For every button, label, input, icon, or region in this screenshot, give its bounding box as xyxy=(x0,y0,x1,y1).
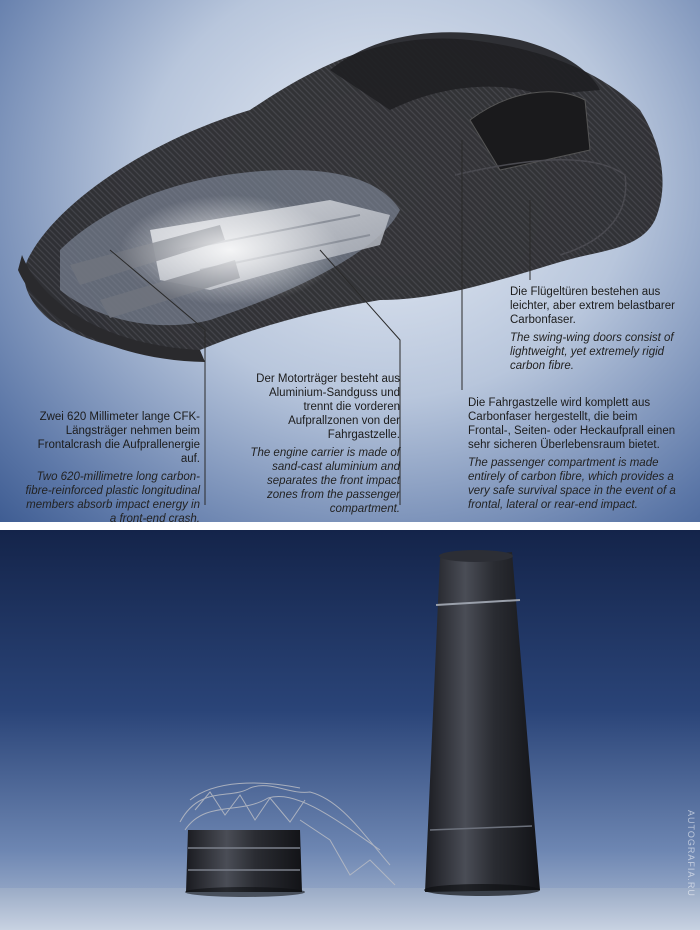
callout-engine-de: Der Motorträger besteht aus Aluminium-Sa… xyxy=(256,373,400,441)
car-chassis-panel: Die Flügeltüren bestehen aus leichter, a… xyxy=(0,0,700,522)
callout-longitudinal-en: Two 620-millimetre long carbon-fibre-rei… xyxy=(25,471,200,522)
callout-longitudinal-members: Zwei 620 Millimeter lange CFK-Längsträge… xyxy=(20,410,200,522)
watermark: AUTOGRAFIA.RU xyxy=(686,810,696,897)
callout-passenger-compartment: Die Fahrgastzelle wird komplett aus Carb… xyxy=(468,396,683,512)
front-bumper xyxy=(18,255,205,362)
side-window xyxy=(469,91,591,171)
crushed-crash-tube xyxy=(186,830,302,892)
leader-lines xyxy=(109,140,531,505)
callout-doors-en: The swing-wing doors consist of lightwei… xyxy=(510,332,674,372)
door-line xyxy=(454,159,627,256)
callout-swing-wing-doors: Die Flügeltüren bestehen aus leichter, a… xyxy=(510,285,680,373)
floor-surface xyxy=(0,888,700,930)
callout-passenger-de: Die Fahrgastzelle wird komplett aus Carb… xyxy=(468,397,676,451)
callout-passenger-en: The passenger compartment is made entire… xyxy=(468,457,676,511)
intact-crash-tube xyxy=(425,552,540,892)
crash-tube-photo-panel xyxy=(0,530,700,930)
callout-engine-en: The engine carrier is made of sand-cast … xyxy=(250,447,400,515)
callout-longitudinal-de: Zwei 620 Millimeter lange CFK-Längsträge… xyxy=(37,411,200,465)
callout-doors-de: Die Flügeltüren bestehen aus leichter, a… xyxy=(510,286,675,326)
crash-tube-photo xyxy=(0,550,700,930)
frayed-fibres xyxy=(179,782,396,886)
callout-engine-carrier: Der Motorträger besteht aus Aluminium-Sa… xyxy=(250,372,400,516)
car-roof xyxy=(330,32,600,110)
panel-divider xyxy=(0,522,700,530)
car-chassis-illustration xyxy=(18,32,663,505)
